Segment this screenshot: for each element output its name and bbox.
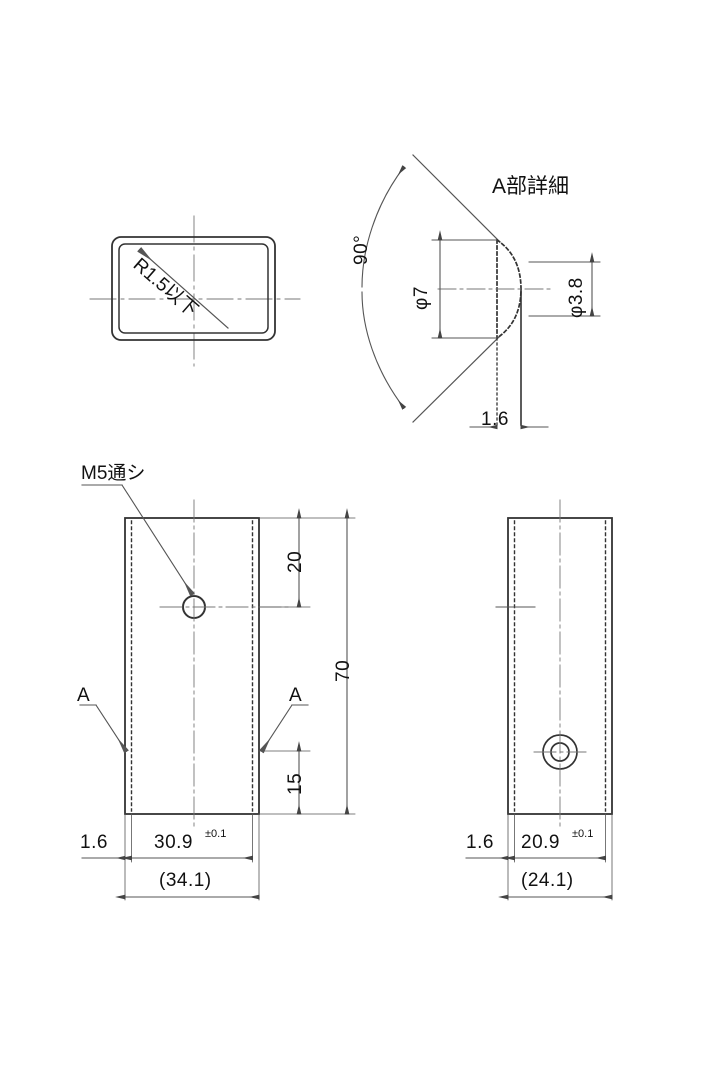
side-dim-outer: (24.1) xyxy=(521,870,574,891)
front-dim-top: 20 xyxy=(285,550,306,573)
angle-label: 90° xyxy=(351,234,372,265)
front-dim-inner: 30.9 xyxy=(154,832,193,853)
m5-leader xyxy=(121,484,195,597)
front-dim-wall: 1.6 xyxy=(80,832,108,853)
detail-thickness-label: 1.6 xyxy=(481,409,509,430)
detail-view-geometry xyxy=(361,154,601,430)
top-view-geometry xyxy=(89,215,301,367)
side-dim-inner: 20.9 xyxy=(521,832,560,853)
side-dim-inner-tolerance: ±0.1 xyxy=(572,828,594,840)
front-dim-bottom: 15 xyxy=(285,772,306,795)
m5-callout-label: M5通シ xyxy=(81,463,146,484)
radius-leader xyxy=(137,246,229,329)
outer-diameter-label: φ7 xyxy=(411,286,432,310)
front-dim-overall: 70 xyxy=(333,659,354,682)
front-view-geometry xyxy=(124,499,291,831)
front-dim-inner-tolerance: ±0.1 xyxy=(205,828,227,840)
section-mark-left: A xyxy=(77,685,90,706)
side-view-geometry xyxy=(495,499,613,831)
section-mark-right: A xyxy=(289,685,302,706)
front-dim-outer: (34.1) xyxy=(159,870,212,891)
side-dim-wall: 1.6 xyxy=(466,832,494,853)
detail-view-title: A部詳細 xyxy=(492,175,570,198)
inner-diameter-label: φ3.8 xyxy=(566,277,587,318)
